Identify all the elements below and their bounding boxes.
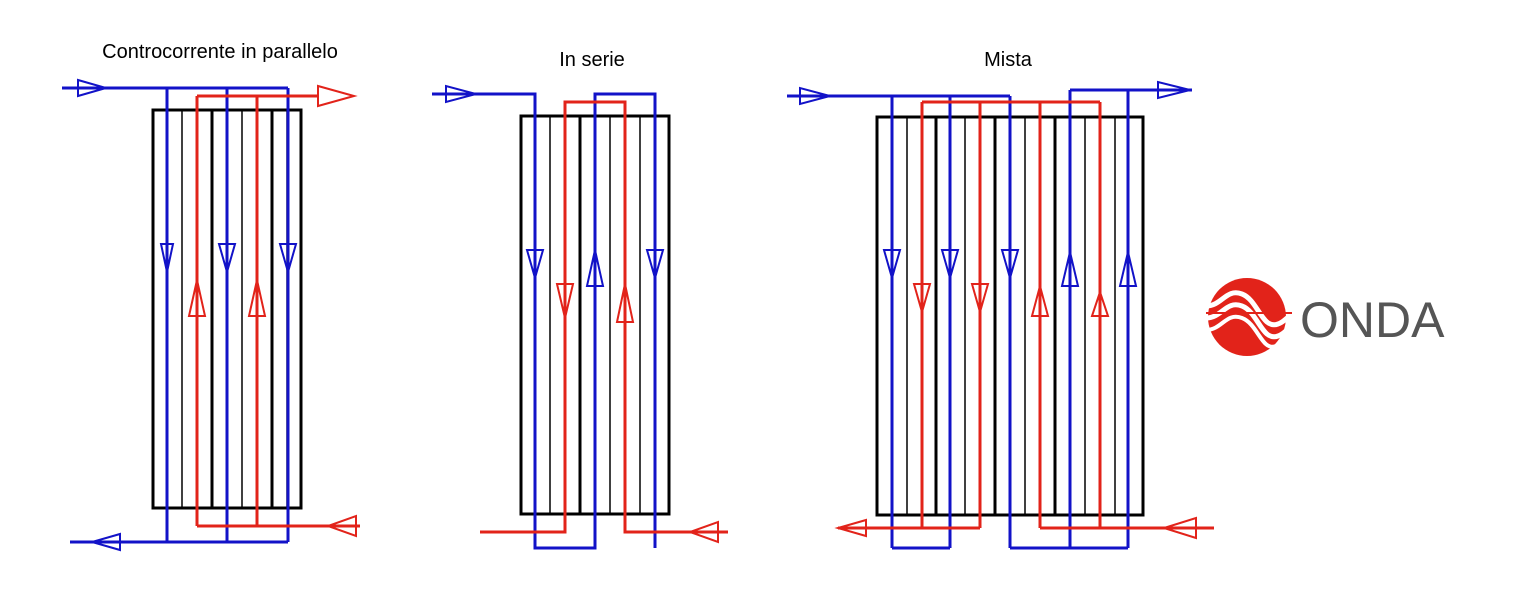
hot-inlet-arrow: [325, 514, 357, 538]
diagram-title-mixed: Mista: [984, 49, 1033, 71]
cold-flow-arrow: [1000, 249, 1020, 282]
hot-inlet-arrow: [687, 520, 719, 544]
cold-outlet-arrow: [88, 532, 121, 552]
cold-flow-arrow: [217, 243, 237, 276]
diagram-mixed: Mista: [787, 49, 1214, 550]
hot-flow-arrow: [187, 279, 207, 317]
cold-flow-arrow: [645, 249, 665, 282]
hot-flow-arrow: [1090, 288, 1110, 317]
hot-flow-arrow: [615, 283, 635, 323]
cold-flow-arrow: [159, 243, 175, 273]
cold-inlet-arrow: [445, 84, 480, 104]
hot-flow-arrow: [1030, 282, 1050, 317]
hot-flow-arrow: [555, 283, 575, 319]
cold-outlet-arrow: [1157, 80, 1191, 100]
hot-circuit-3: [834, 100, 1214, 540]
hot-circuit-1: [187, 84, 360, 538]
hot-circuit-2: [480, 100, 728, 544]
cold-flow-arrow: [525, 249, 545, 282]
hot-outlet-arrow: [317, 84, 358, 108]
onda-logo: ONDA: [1205, 278, 1445, 356]
cold-inlet-arrow: [799, 86, 834, 106]
onda-logo-text: ONDA: [1300, 292, 1445, 348]
diagram-title-parallel: Controcorrente in parallelo: [102, 41, 338, 63]
cold-flow-arrow: [1060, 251, 1080, 287]
hot-inlet-arrow: [1160, 516, 1197, 540]
onda-wave-mark-icon: [1205, 278, 1292, 356]
hot-flow-arrow: [970, 283, 990, 316]
cold-flow-arrow: [1118, 251, 1138, 287]
cold-circuit-1: [62, 78, 298, 552]
cold-inlet-arrow: [77, 78, 110, 98]
cold-circuit-3: [787, 80, 1192, 550]
diagram-parallel-counterflow: Controcorrente in parallelo: [62, 41, 360, 552]
cold-flow-arrow: [585, 249, 605, 287]
cold-flow-arrow: [278, 243, 298, 276]
hot-flow-arrow: [912, 283, 932, 316]
cold-circuit-2: [432, 84, 665, 550]
diagram-title-series: In serie: [559, 49, 625, 71]
cold-flow-arrow: [882, 249, 902, 282]
diagram-series: In serie: [432, 49, 728, 550]
hot-flow-arrow: [247, 279, 267, 317]
hot-outlet-arrow: [834, 518, 867, 538]
cold-flow-arrow: [940, 249, 960, 282]
